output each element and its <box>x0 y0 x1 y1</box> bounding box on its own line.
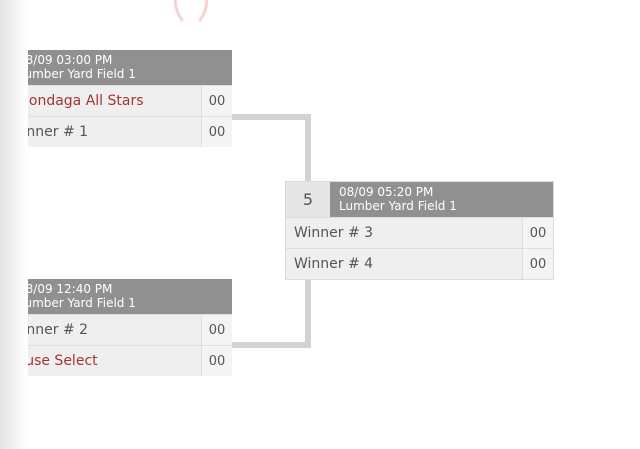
game-datetime: 08/09 03:00 PM <box>28 53 113 67</box>
game-header: 08/09 03:00 PM Lumber Yard Field 1 <box>28 50 232 85</box>
team-name: Winner # 2 <box>28 322 89 338</box>
game-card-bottom[interactable]: 08/09 12:40 PM Lumber Yard Field 1 Winne… <box>28 279 232 376</box>
team-row[interactable]: Winner # 4 00 <box>286 248 553 279</box>
team-score: 00 <box>201 315 232 345</box>
team-score: 00 <box>201 86 232 116</box>
team-name: Winner # 3 <box>294 225 374 241</box>
team-row[interactable]: Winner # 1 00 <box>28 116 232 147</box>
team-score: 00 <box>522 249 553 279</box>
team-score: 00 <box>201 117 232 147</box>
team-name: Winner # 4 <box>294 256 374 272</box>
bracket-connector-bottom-horizontal <box>231 342 311 348</box>
game-datetime: 08/09 05:20 PM <box>339 185 434 199</box>
bracket-connector-top-horizontal <box>231 114 311 120</box>
team-name-link[interactable]: Syracuse Select <box>28 353 98 369</box>
team-row[interactable]: Syracuse Select 00 <box>28 345 232 376</box>
game-header: 08/09 12:40 PM Lumber Yard Field 1 <box>28 279 232 314</box>
bracket-connector-top-vertical <box>305 114 311 183</box>
team-score: 00 <box>522 218 553 248</box>
game-bottom-clip: 08/09 12:40 PM Lumber Yard Field 1 Winne… <box>28 279 232 376</box>
team-row[interactable]: Onondaga All Stars 00 <box>28 85 232 116</box>
team-row[interactable]: Winner # 3 00 <box>286 217 553 248</box>
team-name-link[interactable]: Onondaga All Stars <box>28 93 144 109</box>
game-top-clip: 08/09 03:00 PM Lumber Yard Field 1 Onond… <box>28 50 232 147</box>
game-field: Lumber Yard Field 1 <box>339 199 457 213</box>
team-score: 00 <box>201 346 232 376</box>
team-name: Winner # 1 <box>28 124 89 140</box>
game-number: 5 <box>286 182 330 217</box>
game-header: 5 08/09 05:20 PM Lumber Yard Field 1 <box>286 182 553 217</box>
team-row[interactable]: Winner # 2 00 <box>28 314 232 345</box>
game-card-top[interactable]: 08/09 03:00 PM Lumber Yard Field 1 Onond… <box>28 50 232 147</box>
page-left-edge <box>0 0 28 449</box>
game-card-final[interactable]: 5 08/09 05:20 PM Lumber Yard Field 1 Win… <box>286 182 553 279</box>
game-field: Lumber Yard Field 1 <box>28 296 136 310</box>
bracket-connector-bottom-vertical <box>305 278 311 348</box>
game-datetime: 08/09 12:40 PM <box>28 282 113 296</box>
game-field: Lumber Yard Field 1 <box>28 67 136 81</box>
logo-fragment-icon <box>173 0 209 22</box>
